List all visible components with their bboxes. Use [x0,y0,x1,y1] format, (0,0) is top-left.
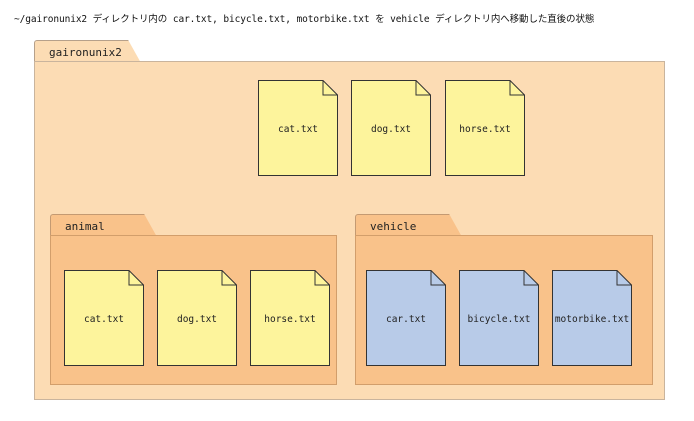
file-icon: cat.txt [64,270,144,366]
folder-tab: vehicle [355,214,462,237]
file-name: motorbike.txt [554,314,630,325]
file-icon: cat.txt [258,80,338,176]
file-name: bicycle.txt [467,314,531,325]
file-icon: bicycle.txt [459,270,539,366]
file-name: dog.txt [176,314,218,325]
file-icon: dog.txt [351,80,431,176]
file-name: horse.txt [264,314,316,325]
file-name: cat.txt [277,124,319,135]
file-name: cat.txt [83,314,125,325]
folder-label: vehicle [370,220,417,233]
file-icon: car.txt [366,270,446,366]
file-icon: horse.txt [250,270,330,366]
file-name: horse.txt [459,124,511,135]
diagram-caption: ~/gaironunix2 ディレクトリ内の car.txt, bicycle.… [14,14,595,25]
file-icon: motorbike.txt [552,270,632,366]
folder-label: gaironunix2 [49,46,122,59]
folder-tab: gaironunix2 [34,40,141,63]
file-name: dog.txt [370,124,412,135]
file-icon: dog.txt [157,270,237,366]
folder-tab: animal [50,214,157,237]
folder-label: animal [65,220,105,233]
file-icon: horse.txt [445,80,525,176]
file-name: car.txt [385,314,427,325]
